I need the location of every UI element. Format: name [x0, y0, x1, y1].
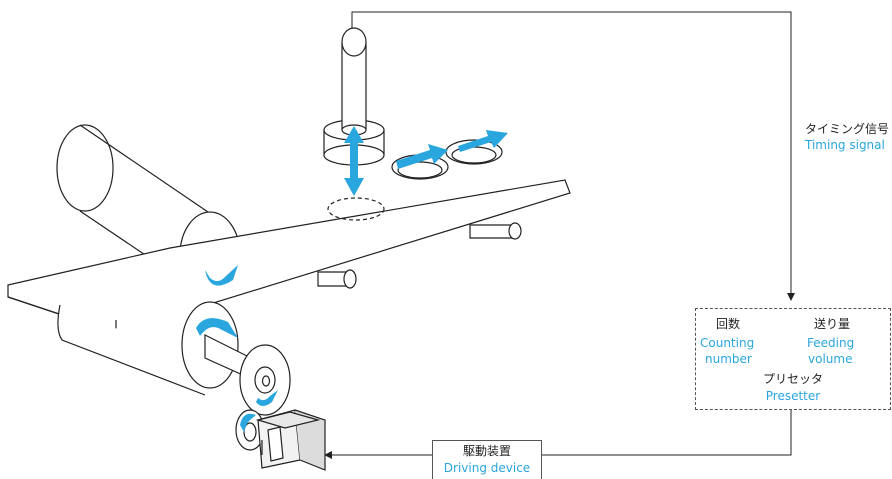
- counting-label-en-1: Counting: [700, 336, 755, 350]
- timing-signal-label-en: Timing signal: [805, 138, 885, 152]
- middle-roller-shaft: [317, 269, 357, 289]
- feed-arrow-2: [458, 130, 508, 152]
- feeding-label-en-2: volume: [808, 352, 853, 366]
- lower-feed-roller: [57, 300, 291, 416]
- counting-label-en-2: number: [705, 352, 752, 366]
- upper-roller-rotation-arrow: [205, 265, 238, 286]
- back-roller-shaft: [469, 222, 522, 240]
- feed-arrow-1: [396, 144, 448, 169]
- punch-stroke-arrow: [344, 126, 364, 196]
- counting-label-jp: 回数: [716, 317, 741, 331]
- presetter-label-jp: プリセッタ: [762, 372, 823, 386]
- motion-arrows: [196, 126, 508, 432]
- lower-roller-rotation-arrow: [196, 318, 238, 338]
- signal-wiring: [324, 11, 795, 459]
- feeding-label-jp: 送り量: [814, 317, 851, 331]
- driving-device-box: 駆動装置 Driving device: [432, 440, 542, 479]
- feeding-label-en-1: Feeding: [807, 336, 855, 350]
- presetter-box: 回数 Counting number 送り量 Feeding volume プリ…: [695, 308, 891, 410]
- timing-signal-label-jp: タイミング信号: [805, 122, 890, 136]
- drive-motor: [235, 409, 326, 471]
- driving-device-label-en: Driving device: [443, 461, 531, 475]
- gear-rotation-arrow-2: [240, 413, 256, 432]
- presetter-label-en: Presetter: [765, 389, 821, 403]
- gear-rotation-arrow-1: [256, 390, 278, 406]
- driving-device-label-jp: 駆動装置: [462, 444, 511, 458]
